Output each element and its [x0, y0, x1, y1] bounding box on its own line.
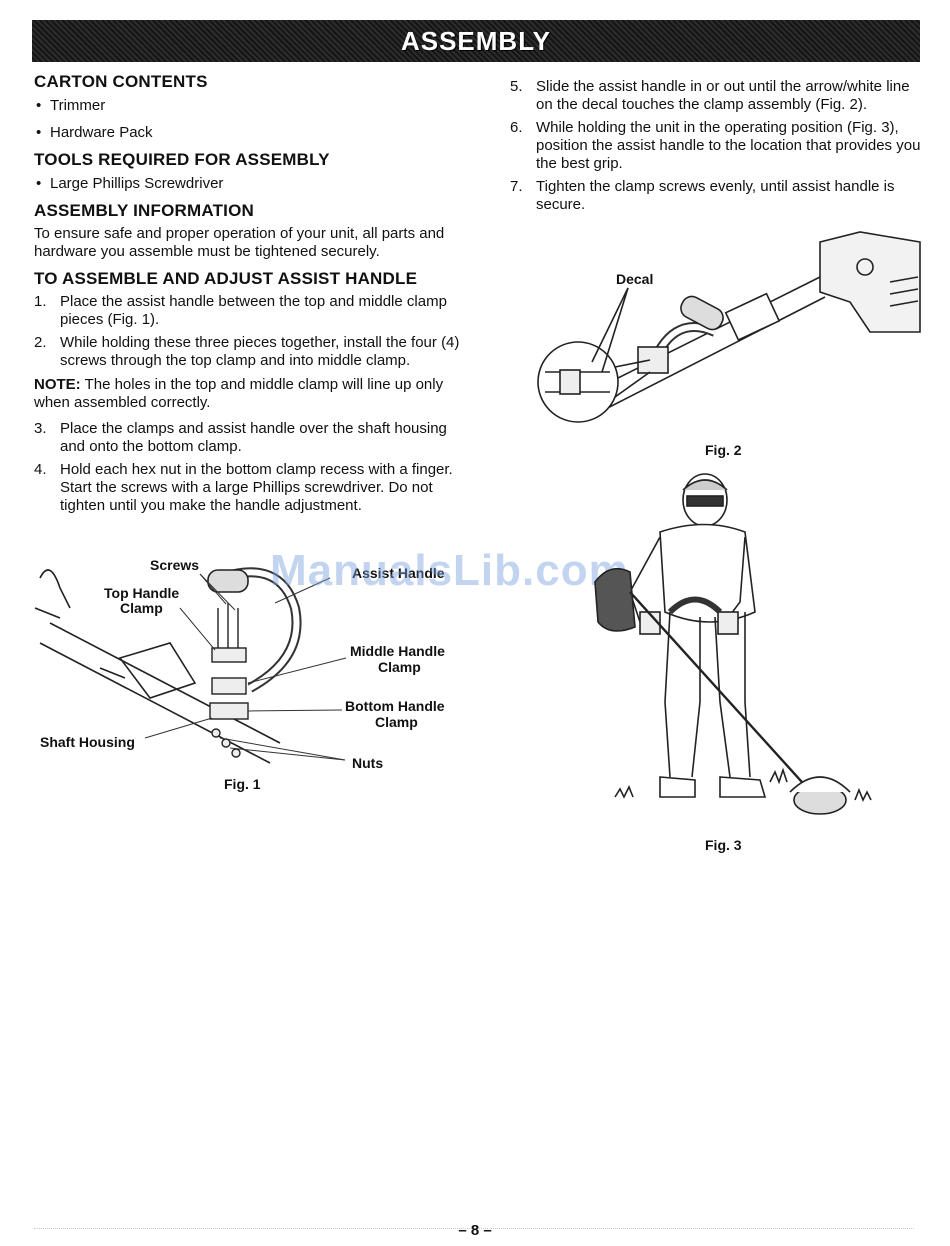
step-text: While holding these three pieces togethe…	[60, 334, 460, 369]
label-middle-clamp-2: Clamp	[378, 659, 421, 675]
step-number: 2.	[34, 334, 47, 351]
label-assist-handle: Assist Handle	[352, 565, 445, 581]
left-column: CARTON CONTENTS Trimmer Hardware Pack TO…	[34, 72, 462, 521]
step-item: 2. While holding these three pieces toge…	[34, 334, 462, 370]
step-text: Place the clamps and assist handle over …	[60, 420, 447, 455]
carton-heading: CARTON CONTENTS	[34, 72, 208, 91]
handle-steps-b: 3. Place the clamps and assist handle ov…	[34, 420, 462, 515]
figure-3: Fig. 3	[520, 462, 925, 857]
list-item: Large Phillips Screwdriver	[34, 174, 462, 194]
footer-rule	[34, 1228, 914, 1229]
step-number: 5.	[510, 78, 523, 95]
carton-list: Trimmer Hardware Pack	[34, 96, 462, 143]
figure-3-caption: Fig. 3	[705, 837, 742, 853]
step-number: 6.	[510, 119, 523, 136]
figure-2-illustration: Decal Fig. 2	[537, 231, 921, 458]
tools-list: Large Phillips Screwdriver	[34, 174, 462, 194]
note-label: NOTE:	[34, 376, 81, 393]
label-shaft-housing: Shaft Housing	[40, 734, 135, 750]
list-item: Hardware Pack	[34, 123, 462, 143]
handle-heading: TO ASSEMBLE AND ADJUST ASSIST HANDLE	[34, 269, 418, 288]
figure-1: Screws Assist Handle Top Handle Clamp Mi…	[30, 548, 470, 798]
page-number: – 8 –	[458, 1222, 492, 1239]
section-title: ASSEMBLY	[400, 25, 552, 56]
note-paragraph: NOTE: The holes in the top and middle cl…	[34, 376, 462, 412]
step-text: Hold each hex nut in the bottom clamp re…	[60, 461, 453, 514]
list-item: Trimmer	[34, 96, 462, 116]
label-nuts: Nuts	[352, 755, 383, 771]
figure-1-illustration: Screws Assist Handle Top Handle Clamp Mi…	[34, 557, 445, 792]
section-banner: ASSEMBLY	[32, 20, 920, 62]
note-text: The holes in the top and middle clamp wi…	[34, 376, 444, 411]
label-bottom-clamp-1: Bottom Handle	[345, 698, 445, 714]
step-number: 1.	[34, 293, 47, 310]
label-top-clamp-1: Top Handle	[104, 585, 179, 601]
step-item: 6. While holding the unit in the operati…	[510, 119, 930, 173]
watermark: ManualsLib.com	[270, 546, 629, 595]
figure-2: Decal Fig. 2	[520, 222, 925, 462]
step-number: 3.	[34, 420, 47, 437]
step-item: 5. Slide the assist handle in or out unt…	[510, 78, 930, 114]
figure-3-illustration: Fig. 3	[594, 473, 872, 853]
step-text: While holding the unit in the operating …	[536, 119, 921, 172]
step-text: Place the assist handle between the top …	[60, 293, 447, 328]
label-middle-clamp-1: Middle Handle	[350, 643, 445, 659]
step-number: 4.	[34, 461, 47, 478]
figure-1-caption: Fig. 1	[224, 776, 261, 792]
info-paragraph: To ensure safe and proper operation of y…	[34, 225, 445, 260]
step-item: 3. Place the clamps and assist handle ov…	[34, 420, 462, 456]
step-item: 1. Place the assist handle between the t…	[34, 293, 462, 329]
step-item: 4. Hold each hex nut in the bottom clamp…	[34, 461, 462, 515]
handle-steps-a: 1. Place the assist handle between the t…	[34, 293, 462, 370]
info-heading: ASSEMBLY INFORMATION	[34, 201, 254, 220]
handle-steps-c: 5. Slide the assist handle in or out unt…	[510, 78, 930, 214]
step-item: 7. Tighten the clamp screws evenly, unti…	[510, 178, 930, 214]
right-column: 5. Slide the assist handle in or out unt…	[510, 78, 930, 220]
tools-heading: TOOLS REQUIRED FOR ASSEMBLY	[34, 150, 330, 169]
step-number: 7.	[510, 178, 523, 195]
label-decal: Decal	[616, 271, 653, 287]
label-top-clamp-2: Clamp	[120, 600, 163, 616]
label-screws: Screws	[150, 557, 199, 573]
step-text: Slide the assist handle in or out until …	[536, 78, 910, 113]
label-bottom-clamp-2: Clamp	[375, 714, 418, 730]
figure-2-caption: Fig. 2	[705, 442, 742, 458]
step-text: Tighten the clamp screws evenly, until a…	[536, 178, 895, 213]
